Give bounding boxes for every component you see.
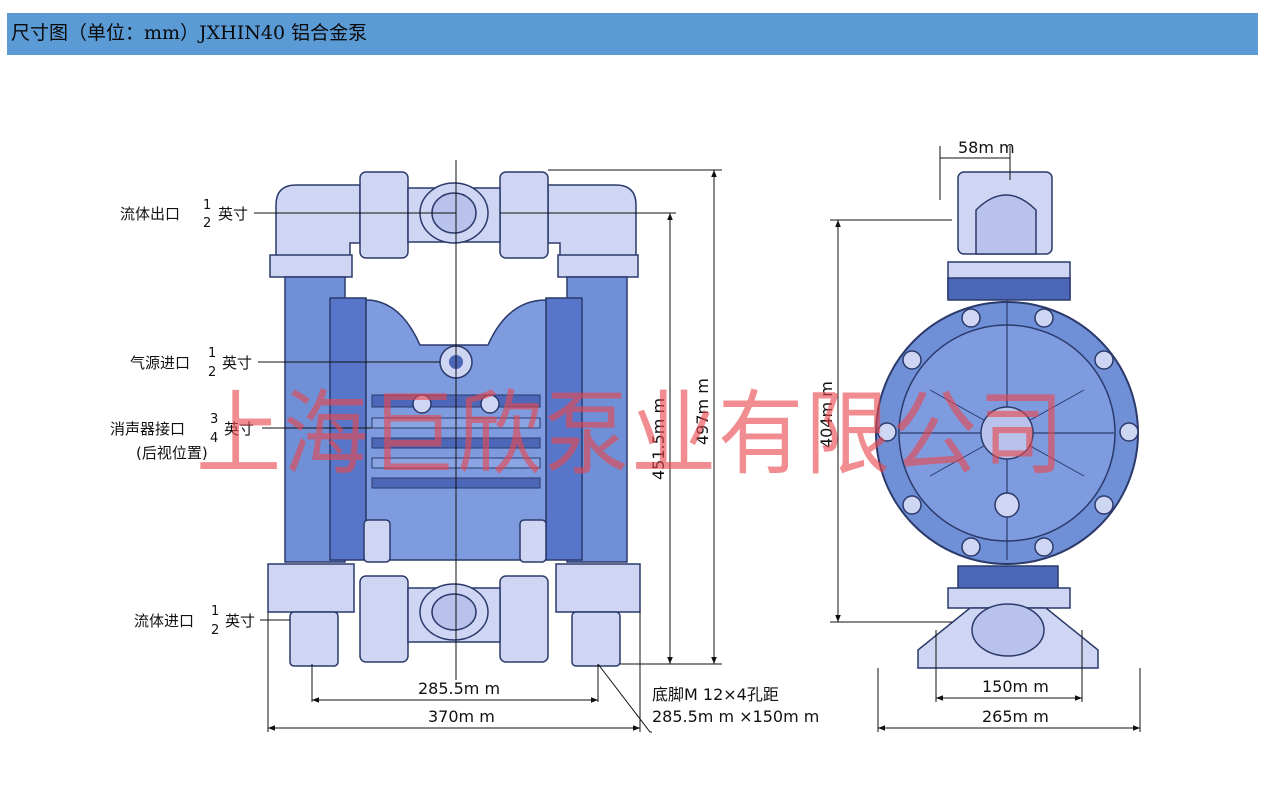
air-inlet-unit: 英寸 [222,354,252,372]
dim-bolt-spacing-front: 285.5m m [418,679,500,698]
dimension-lines [254,146,1141,733]
title-bar: 尺寸图（单位：mm）JXHIN40 铝合金泵 [7,13,1258,55]
dim-flange-width-side: 58m m [958,138,1015,157]
inlet-fraction-den: 2 [211,623,219,638]
air-fraction-num: 1 [208,346,216,361]
muffler-fraction-den: 4 [210,431,218,446]
dim-height-inner: 451.5m m [649,398,668,480]
outlet-manifold [269,171,639,278]
dim-height-total: 497m m [693,378,712,445]
dim-width-side: 265m m [982,707,1049,726]
foot-note-line2: 285.5m m ×150m m [652,707,819,726]
muffler-label: 消声器接口 [110,420,185,438]
company-watermark: 上海巨欣泵业有限公司 [196,381,1066,488]
muffler-note: (后视位置) [136,444,208,462]
page-title: 尺寸图（单位：mm）JXHIN40 铝合金泵 [11,22,368,44]
dim-height-side: 404m m [817,381,836,448]
dim-width-front: 370m m [428,707,495,726]
outlet-fraction-den: 2 [203,216,211,231]
dim-bolt-spacing-side: 150m m [982,677,1049,696]
outlet-unit: 英寸 [218,205,248,223]
muffler-unit: 英寸 [224,420,254,438]
inlet-manifold [267,563,641,667]
air-fraction-den: 2 [208,365,216,380]
outlet-fraction-num: 1 [203,198,211,213]
muffler-fraction-num: 3 [210,412,218,427]
inlet-fraction-num: 1 [211,604,219,619]
inlet-unit: 英寸 [225,612,255,630]
foot-note-line1: 底脚M 12×4孔距 [652,685,779,704]
air-inlet-label: 气源进口 [130,354,190,372]
inlet-label: 流体进口 [134,612,194,630]
side-view [875,171,1139,669]
front-view [267,160,641,680]
outlet-label: 流体出口 [120,205,180,223]
